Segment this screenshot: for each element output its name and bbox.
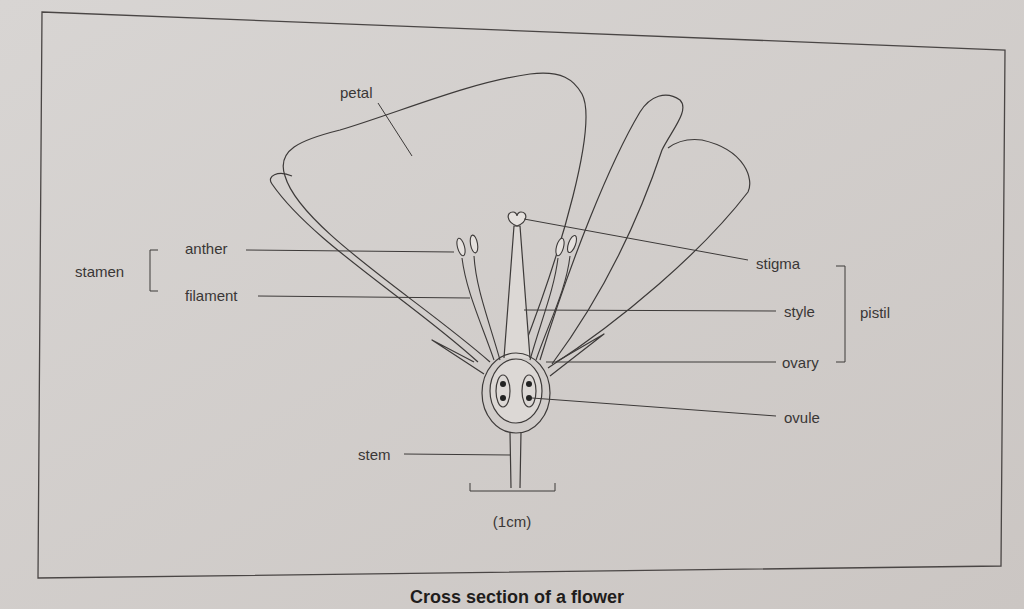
filament-shape	[536, 256, 570, 360]
bracket	[150, 250, 158, 291]
petal-shape	[270, 174, 478, 362]
anther-shape	[566, 234, 579, 253]
filament-shape	[474, 256, 500, 360]
filament-shape	[530, 258, 558, 360]
part-label: ovule	[784, 410, 820, 425]
ovule-dot	[526, 395, 532, 401]
part-label: anther	[185, 241, 228, 256]
bracket	[836, 266, 845, 362]
panel-frame	[38, 12, 1005, 578]
leader-line	[378, 103, 412, 156]
figure-caption: Cross section of a flower	[410, 587, 624, 608]
part-label: style	[784, 304, 815, 319]
part-label: (1cm)	[493, 514, 531, 529]
part-label: stigma	[756, 256, 800, 271]
leader-line	[546, 362, 776, 363]
scale-bar	[470, 483, 555, 491]
anther-shape	[554, 237, 565, 256]
style-shape	[504, 226, 530, 358]
ovule-dot	[500, 381, 506, 387]
ovules	[500, 381, 532, 401]
part-label: filament	[185, 288, 238, 303]
leader-line	[246, 250, 454, 252]
leader-line	[404, 454, 510, 455]
petal-shape	[283, 73, 586, 362]
leader-line	[258, 296, 470, 298]
pistil-shape	[482, 212, 550, 488]
ovule-dot	[500, 395, 506, 401]
stigma-shape	[508, 212, 526, 226]
sepal-shape	[432, 340, 484, 374]
ovule-dot	[526, 381, 532, 387]
leader-lines	[150, 103, 845, 491]
part-label: stem	[358, 447, 391, 462]
ovule-case	[522, 375, 536, 407]
petals	[270, 73, 749, 376]
leader-line	[524, 310, 776, 311]
ovary-shape	[490, 359, 542, 423]
anther-shape	[469, 235, 479, 254]
petal-shape	[548, 139, 750, 368]
ovule-case	[496, 375, 510, 407]
receptacle-shape	[482, 353, 550, 433]
leader-line	[524, 219, 748, 260]
part-label: petal	[340, 85, 373, 100]
leader-line	[532, 398, 776, 416]
part-label: stamen	[75, 264, 124, 279]
filament-shape	[462, 258, 494, 360]
stem-shape	[510, 432, 521, 488]
anther-shape	[455, 237, 466, 256]
part-label: ovary	[782, 355, 819, 370]
part-label: pistil	[860, 305, 890, 320]
sepal-shape	[550, 334, 604, 376]
